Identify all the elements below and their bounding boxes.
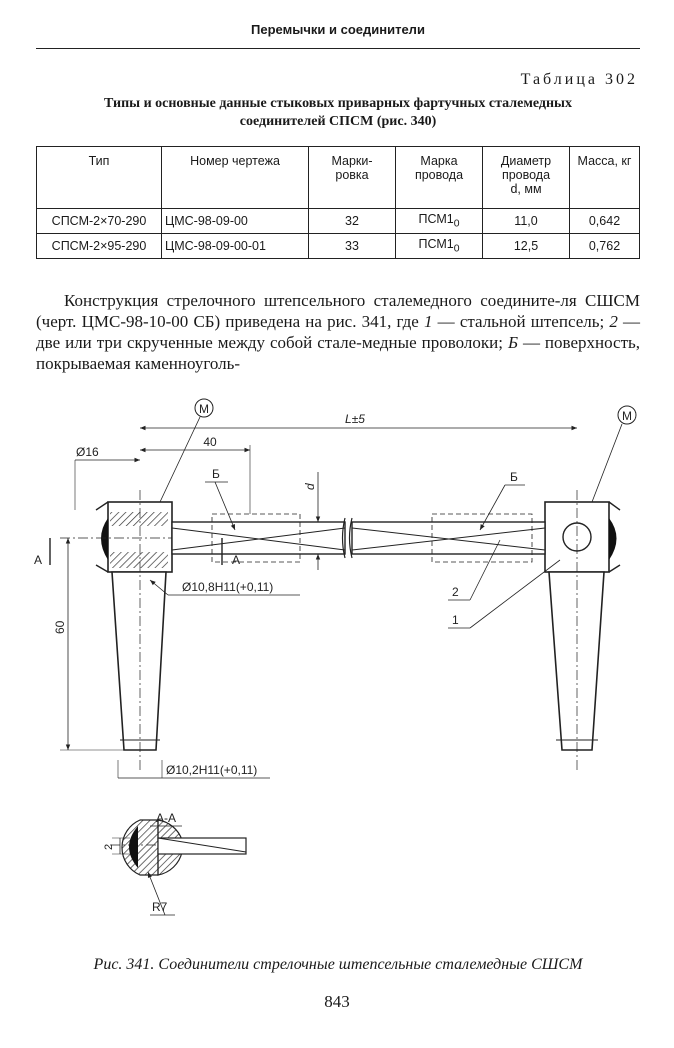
cell-type: СПСМ-2×95-290 bbox=[36, 233, 162, 259]
para-text-4: — поверхность, покрываемая каменноуголь- bbox=[36, 333, 641, 373]
table-row: СПСМ-2×70-290 ЦМС-98-09-00 32 ПСМ10 11,0… bbox=[36, 208, 640, 234]
col-wire-l1: Марка bbox=[420, 154, 458, 168]
dim-diameter-16: Ø16 bbox=[76, 445, 99, 459]
cell-marking: 32 bbox=[308, 208, 396, 234]
leaders bbox=[159, 398, 637, 629]
para-text-2: — стальной штепсель; bbox=[432, 312, 610, 331]
dimensions bbox=[49, 425, 577, 779]
para-ref-b: Б bbox=[507, 333, 518, 352]
label-a-right: А bbox=[232, 553, 240, 567]
cell-diameter: 12,5 bbox=[482, 233, 570, 259]
cell-wire: ПСМ10 bbox=[395, 233, 483, 259]
para-ref-1: 1 bbox=[424, 312, 433, 331]
right-plug bbox=[544, 490, 621, 770]
col-type: Тип bbox=[36, 146, 162, 209]
m-marker-right: М bbox=[622, 409, 632, 423]
cell-wire-sub: 0 bbox=[453, 218, 460, 230]
col-marking-l2: ровка bbox=[335, 168, 369, 182]
col-wire: Марка провода bbox=[395, 146, 483, 209]
leader-label-1: 1 bbox=[452, 613, 459, 627]
col-diameter: Диаметр провода d, мм bbox=[482, 146, 570, 209]
label-b-left: Б bbox=[212, 467, 220, 481]
table-row: СПСМ-2×95-290 ЦМС-98-09-00-01 33 ПСМ10 1… bbox=[36, 233, 640, 259]
dim-40: 40 bbox=[203, 435, 217, 449]
cell-mass: 0,762 bbox=[569, 233, 640, 259]
technical-drawing: М М L±5 Ø16 40 d Б Б А А Ø10,8H11(+0,11)… bbox=[34, 398, 637, 916]
section-view bbox=[110, 819, 247, 916]
cell-drawing: ЦМС-98-09-00-01 bbox=[161, 233, 309, 259]
specs-table: Тип Номер чертежа Марки- ровка Марка про… bbox=[36, 146, 640, 259]
col-marking-l1: Марки- bbox=[331, 154, 373, 168]
page-number: 843 bbox=[324, 992, 350, 1011]
cell-mass: 0,642 bbox=[569, 208, 640, 234]
table-header-row: Тип Номер чертежа Марки- ровка Марка про… bbox=[36, 146, 640, 209]
left-plug bbox=[60, 490, 205, 770]
col-drawing: Номер чертежа bbox=[161, 146, 309, 209]
section-title: А-А bbox=[156, 811, 176, 825]
col-diameter-l2: провода bbox=[501, 168, 551, 182]
para-ref-2: 2 bbox=[609, 312, 618, 331]
col-diameter-l1: Диаметр bbox=[500, 154, 552, 168]
cell-wire-text: ПСМ1 bbox=[418, 212, 454, 227]
twisted-wires bbox=[171, 513, 546, 563]
drawing-labels: М М L±5 Ø16 40 d Б Б А А Ø10,8H11(+0,11)… bbox=[34, 402, 632, 914]
dim-hole: Ø10,8H11(+0,11) bbox=[182, 580, 273, 594]
table-title-line1: Типы и основные данные стыковых приварны… bbox=[104, 96, 572, 111]
dim-tip: Ø10,2H11(+0,11) bbox=[166, 763, 257, 777]
col-diameter-l3: d, мм bbox=[510, 182, 542, 196]
label-b-right: Б bbox=[510, 470, 518, 484]
figure-caption: Рис. 341. Соединители стрелочные штепсел… bbox=[93, 956, 583, 973]
cell-marking: 33 bbox=[308, 233, 396, 259]
para-text-3: — две или три скрученные между собой ста… bbox=[36, 312, 641, 352]
dim-r7: R7 bbox=[152, 900, 168, 914]
cell-drawing: ЦМС-98-09-00 bbox=[161, 208, 309, 234]
col-mass: Масса, кг bbox=[569, 146, 640, 209]
para-text-1: Конструкция стрелочного штепсельного ста… bbox=[36, 291, 640, 331]
leader-label-2: 2 bbox=[452, 585, 459, 599]
m-marker-left: М bbox=[199, 402, 209, 416]
cell-wire-sub: 0 bbox=[453, 243, 460, 255]
table-title-line2: соединителей СПСМ (рис. 340) bbox=[239, 114, 437, 129]
body-paragraph: Конструкция стрелочного штепсельного ста… bbox=[36, 290, 640, 374]
table-title: Типы и основные данные стыковых приварны… bbox=[36, 95, 640, 131]
cell-type: СПСМ-2×70-290 bbox=[36, 208, 162, 234]
cell-wire: ПСМ10 bbox=[395, 208, 483, 234]
table-number: Таблица 302 bbox=[520, 71, 638, 88]
running-header: Перемычки и соединители bbox=[36, 22, 640, 49]
cell-diameter: 11,0 bbox=[482, 208, 570, 234]
label-a-left: А bbox=[34, 553, 42, 567]
dim-2: 2 bbox=[103, 844, 115, 850]
col-marking: Марки- ровка bbox=[308, 146, 396, 209]
col-wire-l2: провода bbox=[414, 168, 464, 182]
dim-length: L±5 bbox=[345, 412, 365, 426]
dim-60: 60 bbox=[53, 620, 67, 634]
dim-wire-diameter: d bbox=[303, 483, 317, 490]
cell-wire-text: ПСМ1 bbox=[418, 237, 454, 252]
